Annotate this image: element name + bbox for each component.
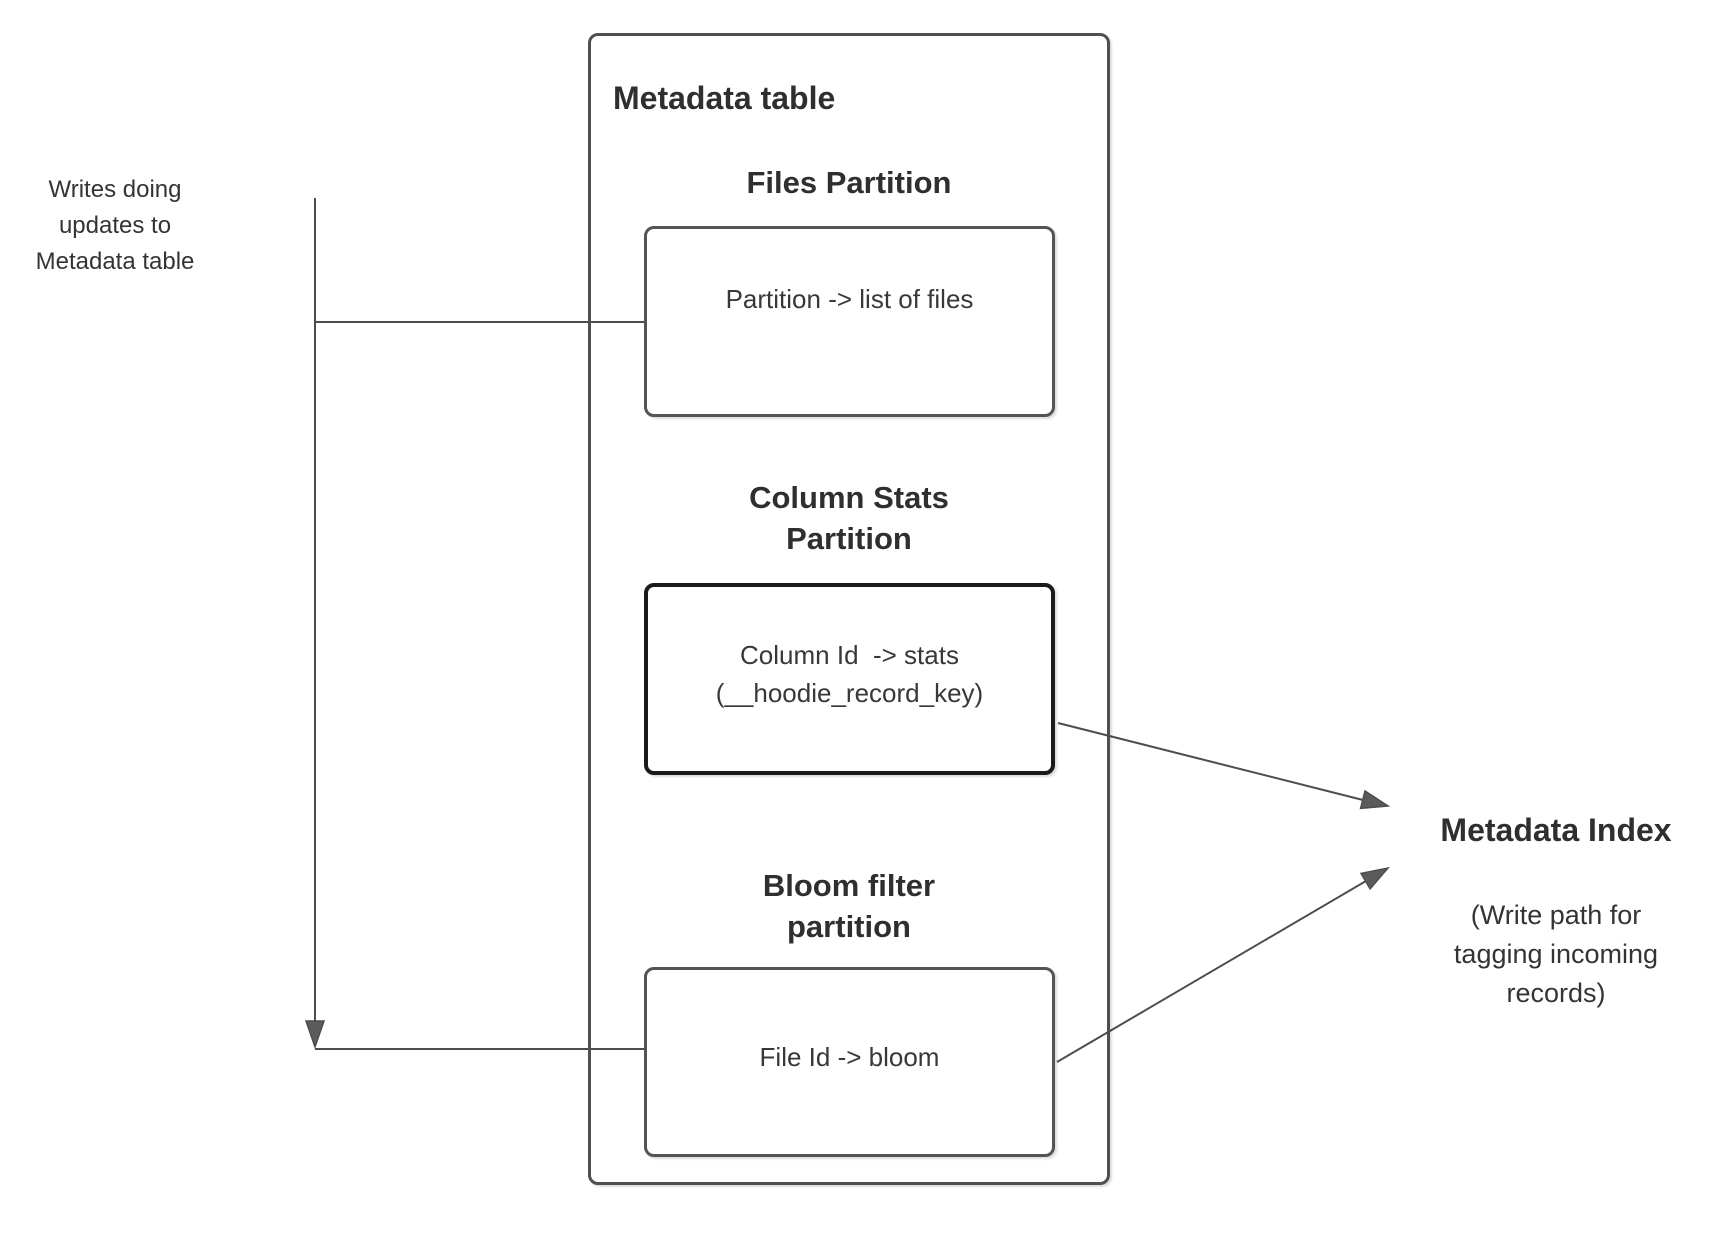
files-partition-box: Partition -> list of files — [644, 226, 1055, 417]
metadata-index-title: Metadata Index — [1440, 812, 1672, 848]
metadata-table-box: Metadata table Files Partition Partition… — [588, 33, 1110, 1185]
writes-updates-note: Writes doing updates to Metadata table — [35, 176, 195, 275]
bloom-filter-partition-heading: Bloom filter partition — [762, 868, 936, 944]
metadata-table-title: Metadata table — [613, 80, 836, 116]
column-stats-mapping: Column Id -> stats (__hoodie_record_key) — [715, 640, 984, 708]
metadata-index-subtitle: (Write path for tagging incoming records… — [1453, 900, 1659, 1008]
metadata-index: Metadata Index (Write path for tagging i… — [1406, 810, 1706, 1013]
bloom-to-index-arrowhead-icon — [1359, 866, 1390, 891]
files-partition-heading: Files Partition — [746, 165, 952, 200]
writes-flow-arrowhead-icon — [304, 1020, 326, 1050]
files-partition-mapping: Partition -> list of files — [725, 283, 974, 314]
column-stats-partition-box: Column Id -> stats (__hoodie_record_key) — [644, 583, 1055, 775]
bloom-filter-mapping: File Id -> bloom — [759, 1042, 940, 1072]
bloom-filter-partition-box: File Id -> bloom — [644, 967, 1055, 1157]
column-stats-to-index-arrowhead-icon — [1359, 789, 1391, 810]
column-stats-partition-heading: Column Stats Partition — [749, 480, 949, 556]
